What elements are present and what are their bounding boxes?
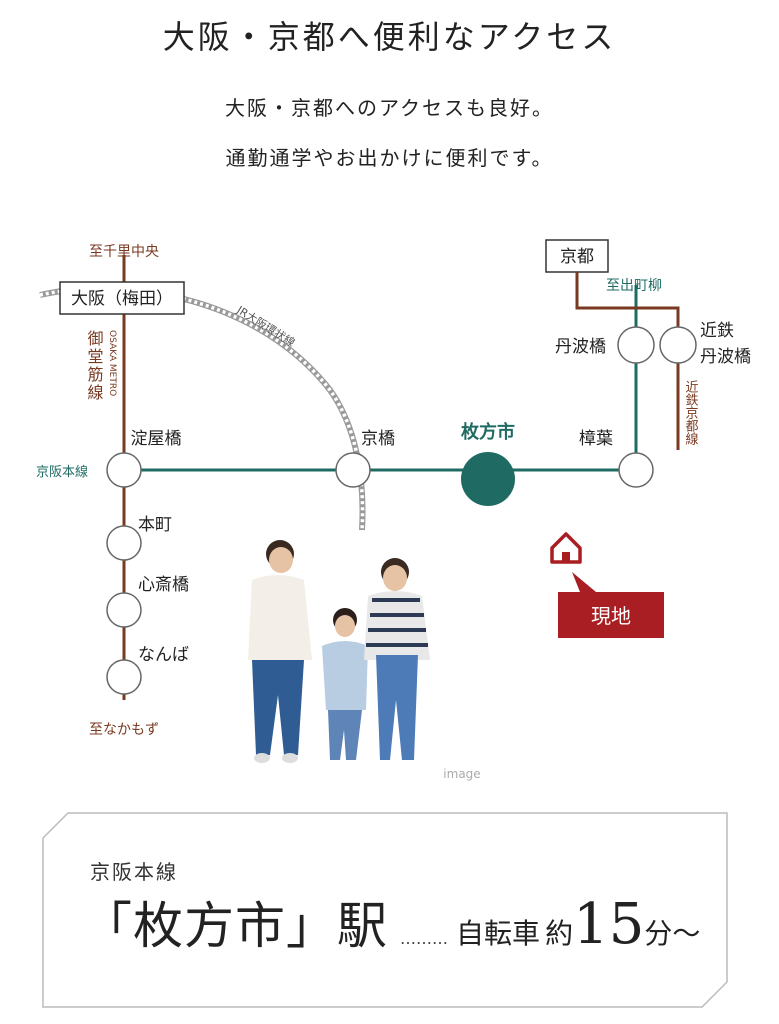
kyobashi-station xyxy=(335,452,371,488)
kintetsu-tambabashi-label-1: 近鉄 xyxy=(700,321,734,341)
osaka-metro-label: OSAKA METRO xyxy=(107,330,117,396)
access-route-map: JR大阪環状線 大阪（梅田） 至千里中央 御堂筋線 OSAKA METRO 至な… xyxy=(36,239,751,781)
lead-text-2: 通勤通学やお出かけに便利です。 xyxy=(225,146,554,170)
keihan-main-label: 京阪本線 xyxy=(36,464,88,480)
family-image xyxy=(248,540,430,763)
lead-text-1: 大阪・京都へのアクセスも良好。 xyxy=(225,96,554,120)
to-nakamozu-label: 至なかもず xyxy=(89,722,159,738)
shinsaibashi-station xyxy=(106,592,142,628)
kyoto-label: 京都 xyxy=(560,247,594,267)
shinsaibashi-label: 心斎橋 xyxy=(138,575,189,595)
midosuji-label: 御堂筋線 xyxy=(85,330,104,402)
tambabashi-station xyxy=(617,326,655,364)
kintetsu-label: 近鉄京都線 xyxy=(683,380,699,445)
access-card: 京阪本線 「枚方市」駅 ……… 自転車 約15分〜 xyxy=(42,812,728,1008)
genchi-badge xyxy=(558,592,664,638)
card-minutes: 15 xyxy=(573,892,645,957)
card-station-name: 「枚方市」駅 xyxy=(82,897,388,955)
hirakatashi-station xyxy=(461,452,515,506)
image-caption: image xyxy=(443,767,480,781)
osaka-umeda-label: 大阪（梅田） xyxy=(71,289,173,309)
honmachi-label: 本町 xyxy=(138,515,172,535)
kyobashi-label: 京橋 xyxy=(361,429,395,449)
card-access-row: 「枚方市」駅 ……… 自転車 約15分〜 xyxy=(82,886,700,958)
home-icon xyxy=(550,532,582,564)
kintetsu-tambabashi-label-2: 丹波橋 xyxy=(700,347,751,367)
jr-loop-label: JR大阪環状線 xyxy=(234,302,298,349)
card-approx: 約 xyxy=(545,917,574,950)
genchi-label: 現地 xyxy=(591,604,631,628)
card-line-name: 京阪本線 xyxy=(90,860,178,884)
yodoyabashi-label: 淀屋橋 xyxy=(131,429,182,449)
kintetsu-tambabashi-station xyxy=(659,326,697,364)
yodoyabashi-station xyxy=(106,452,142,488)
tambabashi-label: 丹波橋 xyxy=(555,337,606,357)
jr-loop-line xyxy=(39,285,366,531)
card-mode: 自転車 xyxy=(456,917,541,950)
card-unit: 分〜 xyxy=(644,917,701,950)
to-senri-label: 至千里中央 xyxy=(89,244,159,260)
namba-label: なんば xyxy=(138,645,189,665)
page-title: 大阪・京都へ便利なアクセス xyxy=(162,18,617,56)
honmachi-station xyxy=(106,525,142,561)
namba-station xyxy=(106,659,142,695)
kuzuha-label: 樟葉 xyxy=(579,429,613,449)
to-demachi-label: 至出町柳 xyxy=(606,277,662,294)
osaka-umeda-box xyxy=(59,281,185,315)
hirakatashi-label: 枚方市 xyxy=(461,421,515,443)
kuzuha-station xyxy=(618,452,654,488)
genchi-pointer xyxy=(572,572,596,592)
card-dots: ……… xyxy=(400,929,448,948)
